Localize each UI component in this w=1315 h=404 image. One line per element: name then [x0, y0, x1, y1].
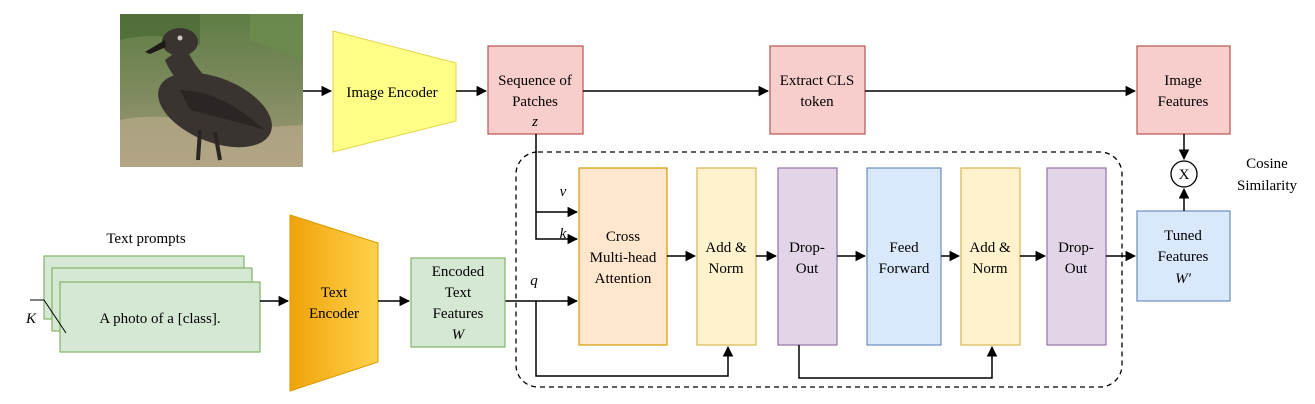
add-norm-2-line1: Add &	[969, 240, 1011, 256]
tuned-features-block	[1136, 210, 1231, 302]
text-prompts-title: Text prompts	[106, 231, 186, 247]
cross-attention-block	[578, 167, 668, 346]
add-norm-1-block	[696, 167, 757, 346]
extract-cls-block	[769, 45, 866, 135]
patches-line2: Patches	[512, 94, 558, 110]
image-encoder	[332, 30, 457, 153]
label-q: q	[530, 273, 538, 289]
feed-forward-line1: Feed	[889, 240, 919, 256]
label-v: v	[560, 184, 567, 200]
encoded-text-block	[410, 257, 506, 348]
arrow-z-to-k	[535, 134, 579, 245]
tuned-features-line1: Tuned	[1164, 228, 1202, 244]
cross-attention-line2: Multi-head	[590, 250, 657, 266]
encoded-text-line2: Text	[445, 285, 472, 301]
extract-cls-line2: token	[800, 94, 834, 110]
add-norm-2-block	[960, 167, 1021, 346]
image-features-line2: Features	[1158, 94, 1209, 110]
feed-forward-block	[866, 167, 942, 346]
cosine-label-line1: Cosine	[1246, 156, 1288, 172]
prompt-count-symbol: K	[25, 311, 37, 327]
dropout-2-line1: Drop-	[1058, 240, 1094, 256]
cross-attention-line3: Attention	[595, 271, 652, 287]
patches-line1: Sequence of	[498, 73, 572, 89]
prompt-text: A photo of a [class].	[99, 311, 220, 327]
text-encoder-line1: Text	[321, 285, 348, 301]
encoded-text-line1: Encoded	[432, 264, 485, 280]
encoded-text-symbol: W	[452, 327, 466, 343]
residual-1	[535, 301, 734, 377]
prompt-card-front	[59, 281, 261, 353]
image-encoder-label: Image Encoder	[346, 85, 437, 101]
encoded-text-line3: Features	[433, 306, 484, 322]
bird-photo	[120, 14, 303, 167]
dropout-1-block	[777, 167, 838, 346]
add-norm-2-line2: Norm	[973, 261, 1008, 277]
dropout-2-line2: Out	[1065, 261, 1088, 277]
add-norm-1-line1: Add &	[705, 240, 747, 256]
adapter-region	[515, 151, 1123, 388]
image-features-block	[1136, 45, 1231, 135]
dropout-2-block	[1046, 167, 1107, 346]
cosine-operator-icon	[1170, 160, 1198, 188]
patches-symbol: z	[531, 114, 538, 130]
tuned-features-line2: Features	[1158, 249, 1209, 265]
image-features-line1: Image	[1164, 73, 1202, 89]
extract-cls-line1: Extract CLS	[780, 73, 855, 89]
add-norm-1-line2: Norm	[709, 261, 744, 277]
cosine-label-line2: Similarity	[1237, 178, 1298, 194]
prompt-count-brace	[30, 299, 67, 334]
dropout-1-line2: Out	[796, 261, 819, 277]
text-encoder	[289, 214, 379, 392]
text-encoder-line2: Encoder	[309, 306, 359, 322]
dropout-1-line1: Drop-	[789, 240, 825, 256]
tuned-features-symbol: W′	[1175, 271, 1191, 287]
residual-2	[798, 345, 998, 379]
cosine-operator-symbol: X	[1179, 167, 1190, 183]
patches-block	[487, 45, 584, 135]
feed-forward-line2: Forward	[879, 261, 930, 277]
cross-attention-line1: Cross	[606, 229, 640, 245]
label-k: k	[560, 226, 567, 242]
